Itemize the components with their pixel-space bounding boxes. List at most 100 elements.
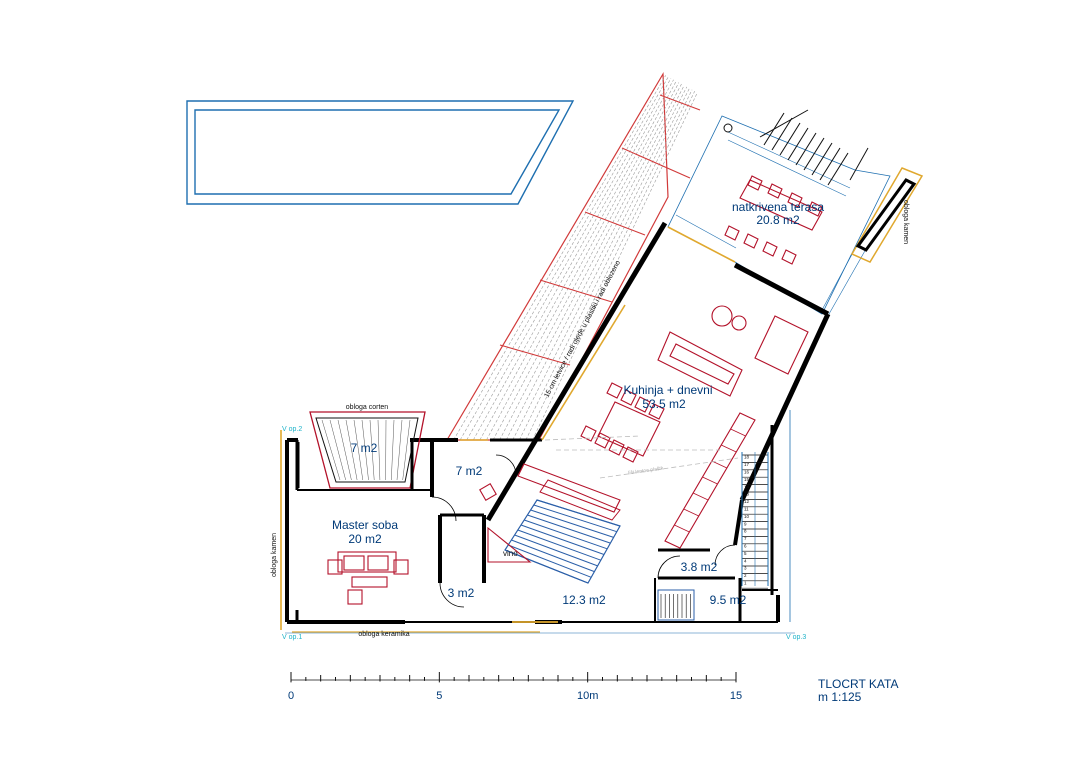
stair-number: 3: [744, 566, 747, 571]
terasa-area: 20.8 m2: [756, 213, 800, 227]
deck-slat: [525, 91, 695, 441]
swimming-pool: [186, 100, 575, 205]
stair-number: 18: [744, 455, 750, 460]
stair-number: 14: [744, 484, 750, 489]
deck-slat: [453, 75, 666, 441]
deck-slat: [499, 85, 685, 441]
terrace-step: [827, 152, 849, 186]
stair-number: 8: [744, 529, 747, 534]
stair-number: 10: [744, 514, 750, 519]
level-op1: V op.1: [282, 634, 302, 641]
terrace-step: [819, 147, 841, 181]
furniture: [327, 305, 809, 605]
corten-slat: [361, 419, 369, 481]
stair-number: 16: [744, 470, 750, 475]
drawing-title: TLOCRT KATA m 1:125: [818, 677, 898, 704]
ceiling-note: liši lentoe plaštk: [628, 466, 664, 477]
counter-divider: [730, 428, 746, 437]
terrace-step: [811, 142, 833, 176]
corten-slat: [329, 419, 346, 481]
stair-number: 13: [744, 492, 750, 497]
stair-tread: [508, 544, 592, 578]
title-line-1: TLOCRT KATA: [818, 677, 898, 691]
master-area: 20 m2: [348, 532, 382, 546]
stair-tread: [520, 524, 605, 555]
obloga-corten-label: obloga corten: [346, 404, 389, 411]
stair-number: 17: [744, 462, 750, 467]
corten-slat: [345, 419, 358, 481]
deck-slat: [512, 88, 690, 441]
stair-number: 7: [744, 536, 747, 541]
corten-slat: [321, 419, 341, 481]
corten-cladding: [296, 411, 426, 490]
scale-label: 0: [288, 690, 294, 702]
stair-number: 11: [744, 507, 749, 512]
stone-cladding-terrace: [850, 167, 924, 263]
deck-slat: [492, 83, 682, 441]
counter-divider: [721, 444, 737, 453]
stair-number: 9: [744, 521, 747, 526]
level-op3: V op.3: [786, 634, 806, 641]
obloga-kamen-left-label: obloga kamen: [271, 533, 278, 577]
stair-tread: [524, 519, 608, 550]
obloga-keramika-label: obloga keramika: [358, 631, 409, 638]
terrace-step: [795, 132, 817, 166]
room-7b: 7 m2: [456, 464, 483, 478]
kuhinja-name: Kuhinja + dnevni: [623, 383, 712, 397]
timber-deck: [445, 71, 701, 441]
scale-label: 5: [436, 690, 442, 702]
ceiling-line: [544, 435, 739, 479]
terasa-name: natkrivena terasa: [732, 200, 824, 214]
stair-tread: [533, 504, 617, 533]
door-swings: [431, 454, 736, 608]
room-7a: 7 m2: [351, 441, 378, 455]
corten-slat: [353, 419, 364, 481]
stair-number: 6: [744, 544, 747, 549]
kuhinja-area: 53.5 m2: [642, 397, 686, 411]
stair-tread: [514, 534, 598, 567]
corten-slat: [377, 419, 381, 481]
counter-divider: [692, 492, 709, 501]
stair-tread: [527, 514, 611, 544]
deck-slat: [505, 86, 688, 441]
room-95: 9.5 m2: [710, 593, 747, 607]
corten-slat: [369, 419, 375, 481]
corten-slat: [391, 419, 395, 481]
covered-terrace: [667, 109, 891, 315]
counter-divider: [683, 508, 699, 517]
counter-divider: [674, 524, 690, 533]
room-3: 3 m2: [448, 586, 475, 600]
stair-number: 5: [744, 551, 747, 556]
stair-tread: [530, 509, 614, 538]
interior-stair: [504, 479, 621, 584]
corten-slat: [396, 419, 403, 481]
terrace-step: [803, 137, 825, 171]
claddings-left: [280, 226, 795, 634]
deck-slat: [473, 79, 674, 441]
deck-slat: [486, 82, 680, 441]
stair-number: 4: [744, 558, 747, 563]
vino-label: vino: [503, 549, 518, 558]
small-stair: [657, 589, 695, 621]
stair-number: 12: [744, 499, 750, 504]
deck-slat: [532, 92, 698, 441]
stair-number: 1: [744, 581, 747, 586]
deck-slat: [519, 89, 693, 441]
level-op2: V op.2: [282, 426, 302, 433]
terrace-step: [779, 122, 801, 156]
counter-divider: [702, 476, 718, 485]
terrace-step: [771, 117, 793, 151]
master-name: Master soba: [332, 518, 398, 532]
terrace-step: [787, 127, 809, 161]
room-labels: natkrivena terasa 20.8 m2 Kuhinja + dnev…: [332, 200, 824, 607]
scale-label: 15: [730, 690, 742, 702]
room-12: 12.3 m2: [562, 593, 606, 607]
stair-tread: [511, 539, 595, 573]
deck-slat: [479, 80, 677, 441]
stair-number: 2: [744, 573, 747, 578]
title-line-2: m 1:125: [818, 690, 862, 704]
stair-tread: [517, 529, 601, 561]
